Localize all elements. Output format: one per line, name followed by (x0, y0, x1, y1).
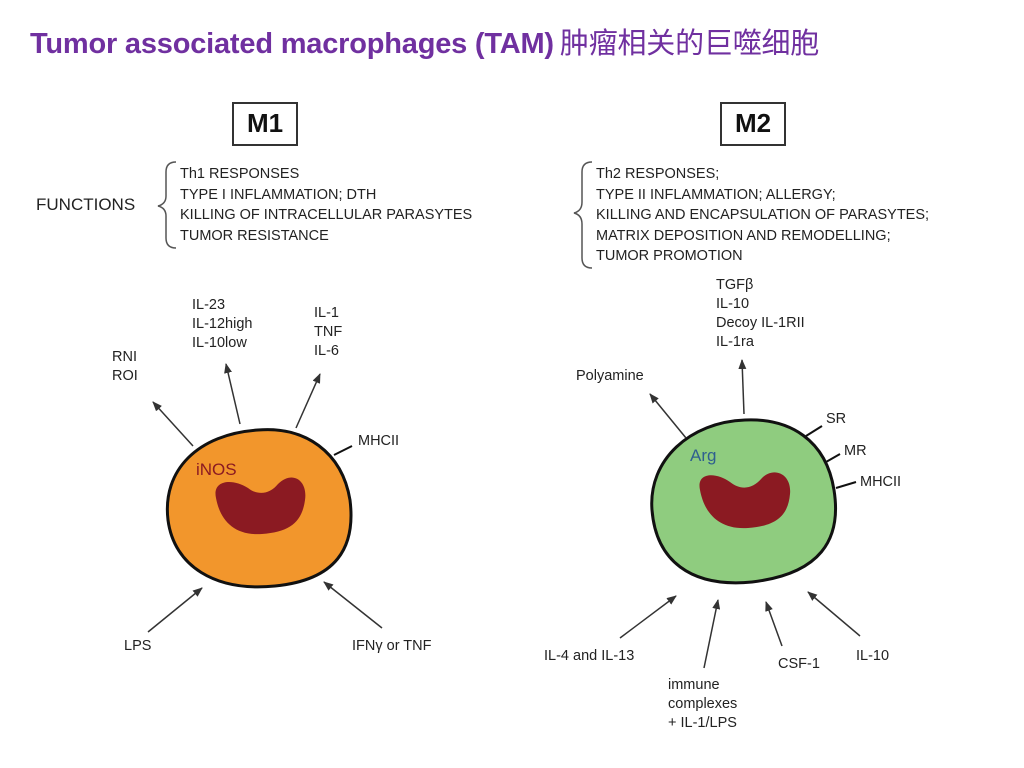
m1-rni-text: RNI (112, 349, 137, 365)
m1-label-box: M1 (232, 102, 298, 146)
m2-tgf-group-label: TGFβ IL-10 Decoy IL-1RII IL-1ra (716, 276, 805, 352)
m2-csf1-label: CSF-1 (778, 656, 820, 672)
m2-arg-label: Arg (690, 446, 717, 465)
m2-functions-brace (573, 161, 593, 269)
title-chinese: 肿瘤相关的巨噬细胞 (559, 26, 820, 60)
m2-mr-marker-line (825, 453, 841, 463)
m2-arrow-csf (765, 601, 783, 647)
m1-il1-group-label: IL-1 TNF IL-6 (314, 304, 342, 361)
m1-arrow-lps (147, 587, 203, 633)
m1-functions-list: Th1 RESPONSES TYPE I INFLAMMATION; DTH K… (180, 164, 472, 246)
m2-nucleus (699, 472, 791, 529)
m1-lps-label: LPS (124, 638, 152, 654)
m1-il6-text: IL-6 (314, 343, 339, 359)
m1-arrow-ifn (323, 581, 383, 629)
m1-il23-text: IL-23 (192, 297, 226, 313)
m1-arrow-il1 (295, 373, 321, 429)
m2-mhcii-marker-line (835, 481, 857, 489)
m2-mhcii-label: MHCII (860, 474, 902, 490)
m2-label-box: M2 (720, 102, 786, 146)
m1-roi-text: ROI (112, 368, 138, 384)
m1-function-item: Th1 RESPONSES (180, 166, 300, 182)
m1-il1-text: IL-1 (314, 305, 339, 321)
m1-arrow-rni (152, 401, 194, 447)
m1-il12-text: IL-12high (192, 316, 253, 332)
m1-nucleus (215, 477, 306, 535)
m1-function-item: TYPE I INFLAMMATION; DTH (180, 186, 377, 203)
m2-complexes-text: complexes (668, 696, 738, 712)
m2-decoy-text: Decoy IL-1RII (716, 315, 805, 331)
m2-il10-text: IL-10 (716, 296, 750, 312)
m2-il4-label: IL-4 and IL-13 (544, 648, 635, 664)
title-english: Tumor associated macrophages (TAM) (30, 28, 554, 60)
m2-immune-text: immune (668, 677, 720, 693)
m2-tgfb-text: TGFβ (716, 277, 754, 293)
m2-il1lps-text: + IL-1/LPS (668, 715, 737, 731)
m1-inos-label: iNOS (196, 460, 237, 479)
m2-sr-marker-line (805, 425, 823, 437)
m1-mhcii-marker-line (333, 445, 353, 456)
functions-label: FUNCTIONS (36, 195, 136, 214)
m1-tnf-text: TNF (314, 324, 343, 340)
page-title: Tumor associated macrophages (TAM)肿瘤相关的巨… (30, 20, 819, 62)
m2-function-item: Th2 RESPONSES; (596, 166, 720, 182)
m2-arrow-il4 (619, 595, 677, 639)
m1-mhcii-label: MHCII (358, 433, 400, 449)
m2-arrow-tgf (738, 359, 747, 415)
m2-function-item: KILLING AND ENCAPSULATION OF PARASYTES; (596, 207, 930, 223)
m2-sr-label: SR (826, 411, 847, 427)
m1-il10-text: IL-10low (192, 335, 247, 351)
m2-arrow-polyamine (649, 393, 687, 439)
m1-function-item: KILLING OF INTRACELLULAR PARASYTES (180, 207, 473, 223)
m2-function-item: TYPE II INFLAMMATION; ALLERGY; (596, 186, 836, 203)
m2-mr-label: MR (844, 443, 867, 459)
m2-arrow-immune (703, 599, 721, 669)
m1-functions-brace (157, 161, 177, 249)
m1-function-item: TUMOR RESISTANCE (180, 227, 329, 244)
m2-function-item: MATRIX DEPOSITION AND REMODELLING; (596, 227, 891, 244)
m1-rni-roi-label: RNI ROI (112, 348, 138, 386)
m1-il23-group-label: IL-23 IL-12high IL-10low (192, 296, 252, 353)
m1-arrow-il23 (224, 363, 241, 425)
m2-il1ra-text: IL-1ra (716, 334, 754, 350)
m2-function-item: TUMOR PROMOTION (596, 248, 743, 264)
m2-polyamine-label: Polyamine (576, 368, 644, 384)
m2-il10-input-label: IL-10 (856, 648, 890, 664)
m2-functions-list: Th2 RESPONSES; TYPE II INFLAMMATION; ALL… (596, 164, 929, 267)
m2-immune-group-label: immune complexes + IL-1/LPS (668, 676, 737, 733)
m1-ifn-label: IFNγ or TNF (352, 638, 432, 654)
m2-arrow-il10 (807, 591, 861, 637)
